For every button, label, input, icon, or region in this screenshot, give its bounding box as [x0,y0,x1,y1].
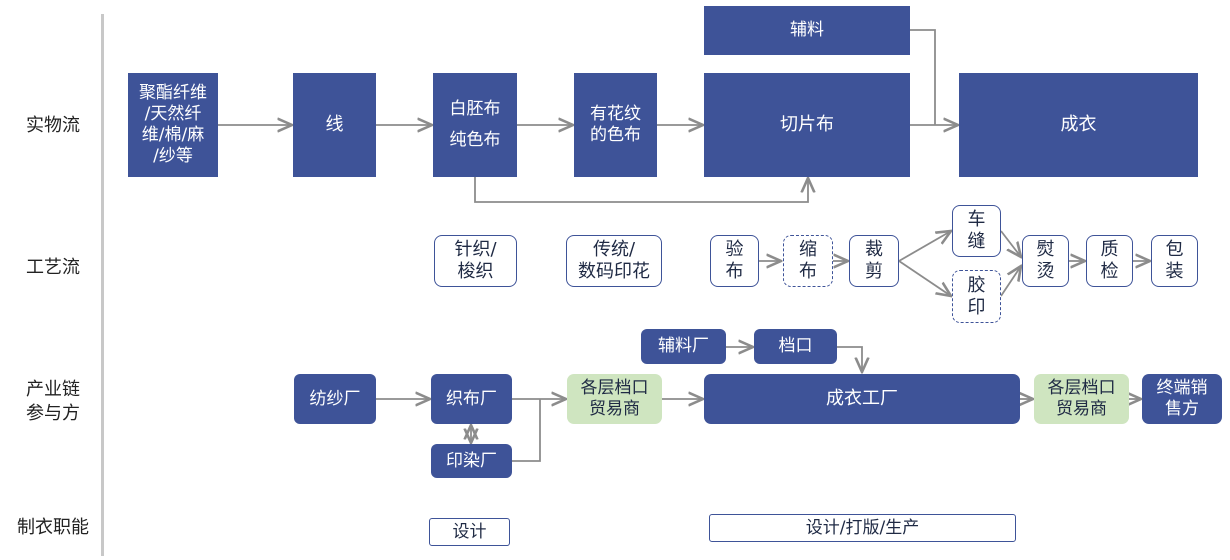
node-fiber: 聚酯纤维 /天然纤 维/棉/麻 /纱等 [128,73,218,177]
arrow-glue-to-ironing [1000,266,1021,297]
node-yarn: 线 [293,73,376,177]
process-cutting: 裁 剪 [849,235,899,287]
arrow-cutting-to-glue [898,260,951,296]
arrow-dyeing-to-traders [512,399,541,462]
node-printed-fabric: 有花纹 的色布 [574,73,657,177]
vertical-divider [101,14,104,556]
arrow-stall-to-factory [837,346,862,372]
arrow-cutting-to-sewing [898,231,951,262]
process-printing: 传统/ 数码印花 [566,235,662,287]
process-ironing: 熨 烫 [1022,235,1069,287]
row-label-physical-flow: 实物流 [26,115,80,136]
node-accessories: 辅料 [704,6,910,55]
node-greige-label: 白胚布 [449,99,501,119]
chain-stall: 档口 [754,329,837,364]
function-design: 设计 [429,518,510,546]
chain-dyeing-mill: 印染厂 [431,444,512,478]
process-inspect: 验 布 [710,235,759,287]
function-design-pattern-production: 设计/打版/生产 [709,514,1016,542]
process-packing: 包 装 [1151,235,1198,287]
process-glue-print: 胶 印 [952,270,1001,323]
row-label-functions: 制衣职能 [17,517,89,538]
arrow-accessories-to-garment [910,29,936,125]
chain-weaving-mill: 织布厂 [431,374,512,424]
chain-garment-factory: 成衣工厂 [704,374,1020,424]
arrow-sewing-to-ironing [1000,230,1021,257]
node-cut-pieces: 切片布 [704,73,910,177]
chain-retailer: 终端销 售方 [1142,374,1222,424]
arrow-solid-to-cut [474,177,808,203]
chain-accessory-factory: 辅料厂 [641,329,726,364]
node-fabric: 白胚布 纯色布 [433,73,517,177]
chain-spinning-mill: 纺纱厂 [294,374,376,424]
row-label-participants: 产业链 参与方 [26,379,80,424]
node-solid-color-label: 纯色布 [449,130,501,150]
chain-traders-downstream: 各层档口 贸易商 [1034,374,1129,424]
process-weaving: 针织/ 梭织 [434,235,517,287]
node-garment: 成衣 [959,73,1198,177]
process-shrink: 缩 布 [783,235,833,287]
row-label-process-flow: 工艺流 [26,257,80,278]
chain-traders-upstream: 各层档口 贸易商 [567,374,662,424]
process-sewing: 车 缝 [952,205,1001,257]
process-qc: 质 检 [1086,235,1133,287]
